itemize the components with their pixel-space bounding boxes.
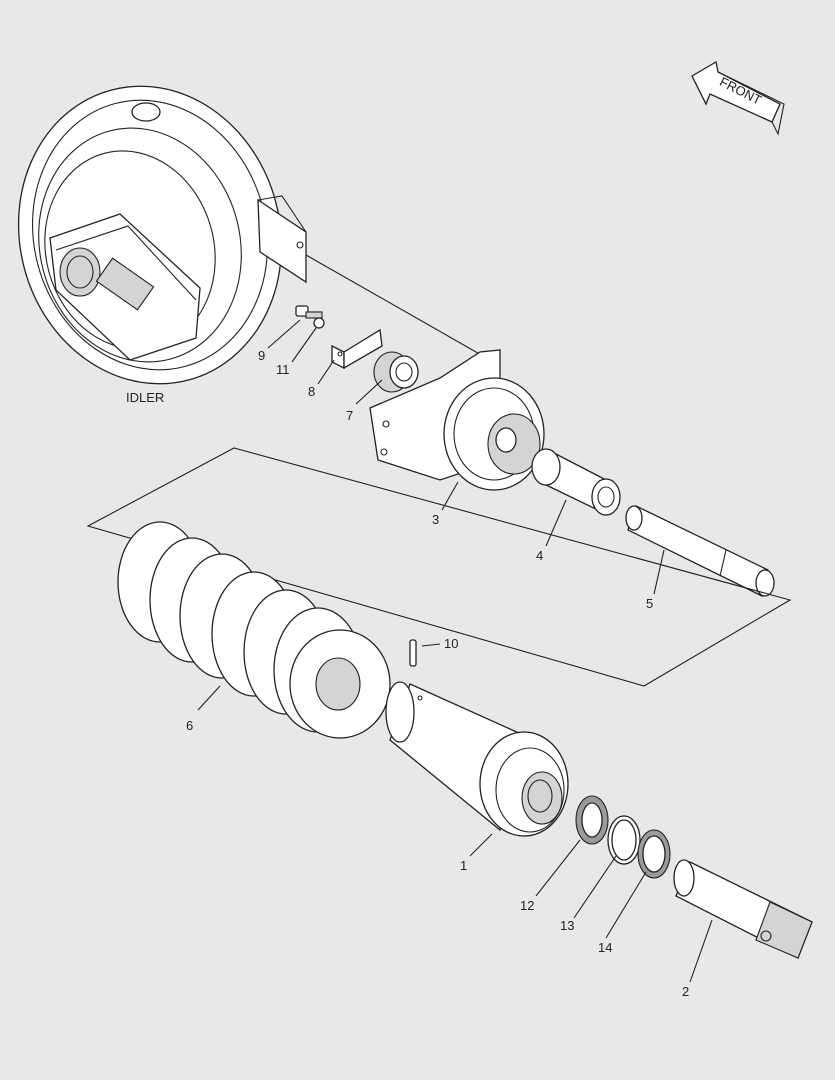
part-4-bushing	[531, 448, 621, 516]
part-5-pin	[625, 505, 775, 597]
part-1-cylinder	[385, 681, 569, 837]
part-8-bracket	[331, 328, 383, 370]
leader-lines	[197, 319, 713, 983]
part-2-pin	[673, 859, 813, 959]
callout-12: 12	[520, 898, 534, 913]
callout-1: 1	[460, 858, 467, 873]
alignment-line	[305, 254, 491, 361]
callouts: 1 2 3 4 5 6 7 8 9 10 11 12 13 14	[186, 348, 689, 999]
callout-9: 9	[258, 348, 265, 363]
part-9-bolt	[295, 305, 323, 319]
callout-3: 3	[432, 512, 439, 527]
callout-14: 14	[598, 940, 612, 955]
part-10-roll-pin	[409, 639, 417, 667]
callout-10: 10	[444, 636, 458, 651]
callout-2: 2	[682, 984, 689, 999]
part-7-plug	[373, 351, 419, 393]
idler-label: IDLER	[126, 390, 164, 405]
callout-8: 8	[308, 384, 315, 399]
part-11-washer	[313, 317, 325, 329]
callout-7: 7	[346, 408, 353, 423]
callout-5: 5	[646, 596, 653, 611]
callout-6: 6	[186, 718, 193, 733]
idler-wheel: IDLER	[17, 85, 307, 405]
part-6-spring	[117, 521, 391, 739]
callout-4: 4	[536, 548, 543, 563]
front-arrow-icon: FRONT	[691, 60, 785, 136]
part-3-yoke	[369, 349, 545, 491]
callout-11: 11	[276, 362, 290, 377]
reference-plane	[86, 447, 792, 687]
callout-13: 13	[560, 918, 574, 933]
